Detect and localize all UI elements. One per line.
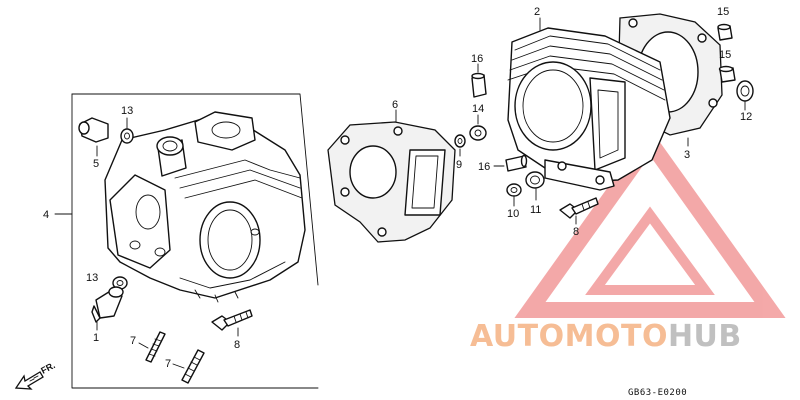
part-7-stud-right (172, 349, 205, 384)
part-13-washer-top (120, 117, 134, 144)
part-8-bolt-right (559, 197, 599, 225)
part-5-fitting (78, 117, 109, 157)
callout-7b: 7 (165, 358, 171, 370)
callout-6: 6 (392, 99, 398, 111)
callout-8a: 8 (234, 339, 240, 351)
callout-4: 4 (43, 209, 49, 221)
callout-5: 5 (93, 158, 99, 170)
callout-8b: 8 (573, 226, 579, 238)
callout-labels: 1 2 3 4 5 6 7 7 8 8 9 10 11 12 13 13 14 … (43, 6, 752, 370)
watermark-part2: HUB (668, 319, 742, 354)
callout-13a: 13 (121, 105, 133, 117)
part-14-washer (469, 114, 487, 141)
svg-text:AUTOMOTOHUB: AUTOMOTOHUB (470, 319, 742, 354)
part-16-dowel-bottom (493, 154, 528, 172)
diagram-code: GB63-E0200 (628, 388, 687, 398)
part-10-washer (506, 183, 522, 207)
part-8-bolt-left (211, 309, 253, 337)
part-7-stud-left (138, 331, 166, 363)
watermark-part1: AUTOMOTO (470, 319, 668, 354)
part-2-cylinder (507, 17, 671, 191)
callout-1: 1 (93, 332, 99, 344)
callout-2: 2 (534, 6, 540, 18)
front-direction-indicator: FR. (14, 360, 57, 390)
group-bracket-4 (54, 93, 319, 389)
callout-16b: 16 (478, 161, 490, 173)
part-9-nut (454, 134, 466, 157)
part-11-ring (525, 171, 545, 201)
callout-12: 12 (740, 111, 752, 123)
callout-9: 9 (456, 159, 462, 171)
callout-16a: 16 (471, 53, 483, 65)
callout-7a: 7 (130, 335, 136, 347)
watermark-logo (514, 128, 786, 318)
callout-10: 10 (507, 208, 519, 220)
part-1-fitting (91, 286, 124, 331)
front-arrow-icon (14, 371, 44, 390)
callout-11: 11 (530, 204, 541, 216)
callout-14: 14 (472, 103, 484, 115)
callout-15a: 15 (717, 6, 729, 18)
cylinder-head (104, 111, 306, 303)
callout-3: 3 (684, 149, 690, 161)
part-15-dowel-mid (718, 65, 736, 83)
watermark-text: AUTOMOTOHUB (470, 319, 742, 354)
part-16-dowel-top (471, 63, 487, 98)
callout-15b: 15 (719, 49, 731, 61)
part-6-head-gasket (327, 109, 456, 243)
front-label: FR. (39, 360, 56, 376)
callout-13b: 13 (86, 272, 98, 284)
part-12-ring (736, 80, 754, 111)
part-15-dowel-top (717, 23, 733, 41)
